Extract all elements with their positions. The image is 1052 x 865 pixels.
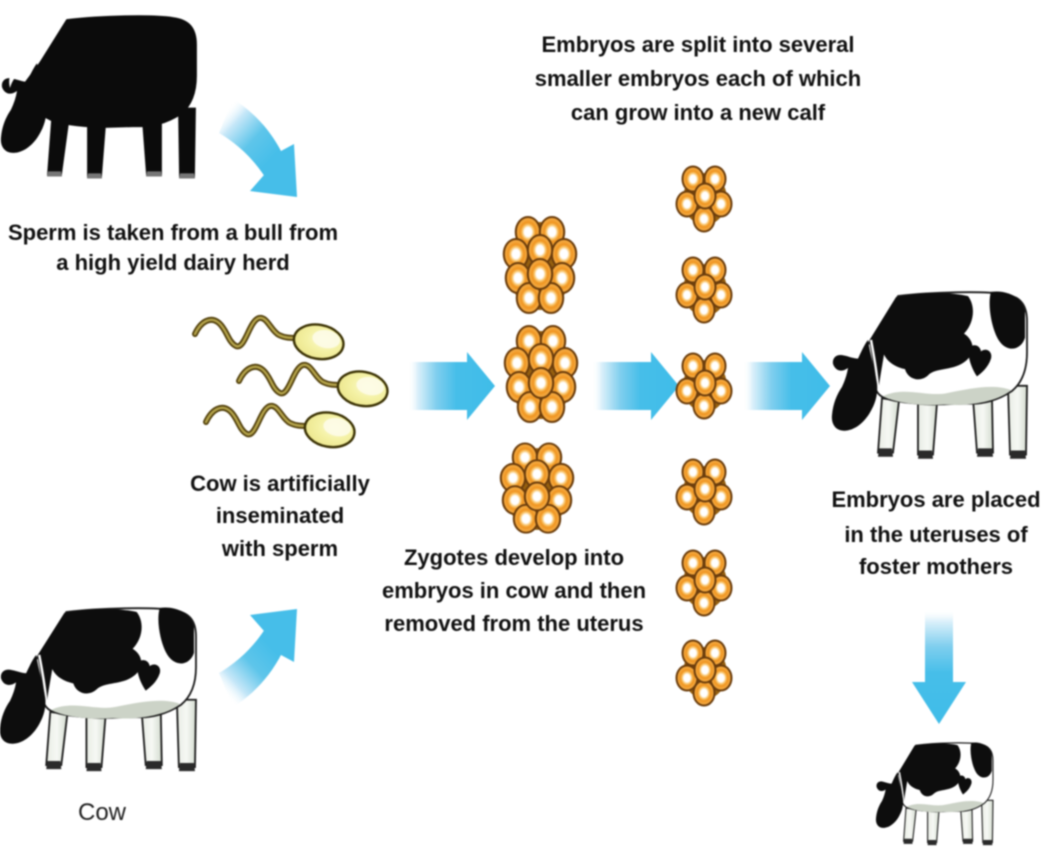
svg-text:smaller embryos each of which: smaller embryos each of which [535, 66, 861, 91]
svg-text:in the uteruses of: in the uteruses of [844, 522, 1028, 547]
svg-text:with sperm: with sperm [221, 536, 338, 561]
svg-text:can grow into a new calf: can grow into a new calf [571, 100, 826, 125]
svg-text:a high yield dairy herd: a high yield dairy herd [56, 250, 290, 275]
svg-text:Zygotes develop into: Zygotes develop into [404, 545, 624, 570]
svg-text:inseminated: inseminated [216, 503, 344, 528]
svg-text:Cow: Cow [78, 799, 127, 826]
svg-text:embryos in cow and then: embryos in cow and then [382, 578, 646, 603]
svg-text:Cow is artificially: Cow is artificially [190, 471, 370, 496]
svg-text:Embryos are split into several: Embryos are split into several [541, 32, 854, 57]
svg-text:removed from the uterus: removed from the uterus [384, 611, 643, 636]
svg-text:Embryos are placed: Embryos are placed [831, 487, 1040, 512]
svg-text:Sperm is taken from a bull fro: Sperm is taken from a bull from [8, 220, 338, 245]
svg-text:foster mothers: foster mothers [859, 554, 1013, 579]
